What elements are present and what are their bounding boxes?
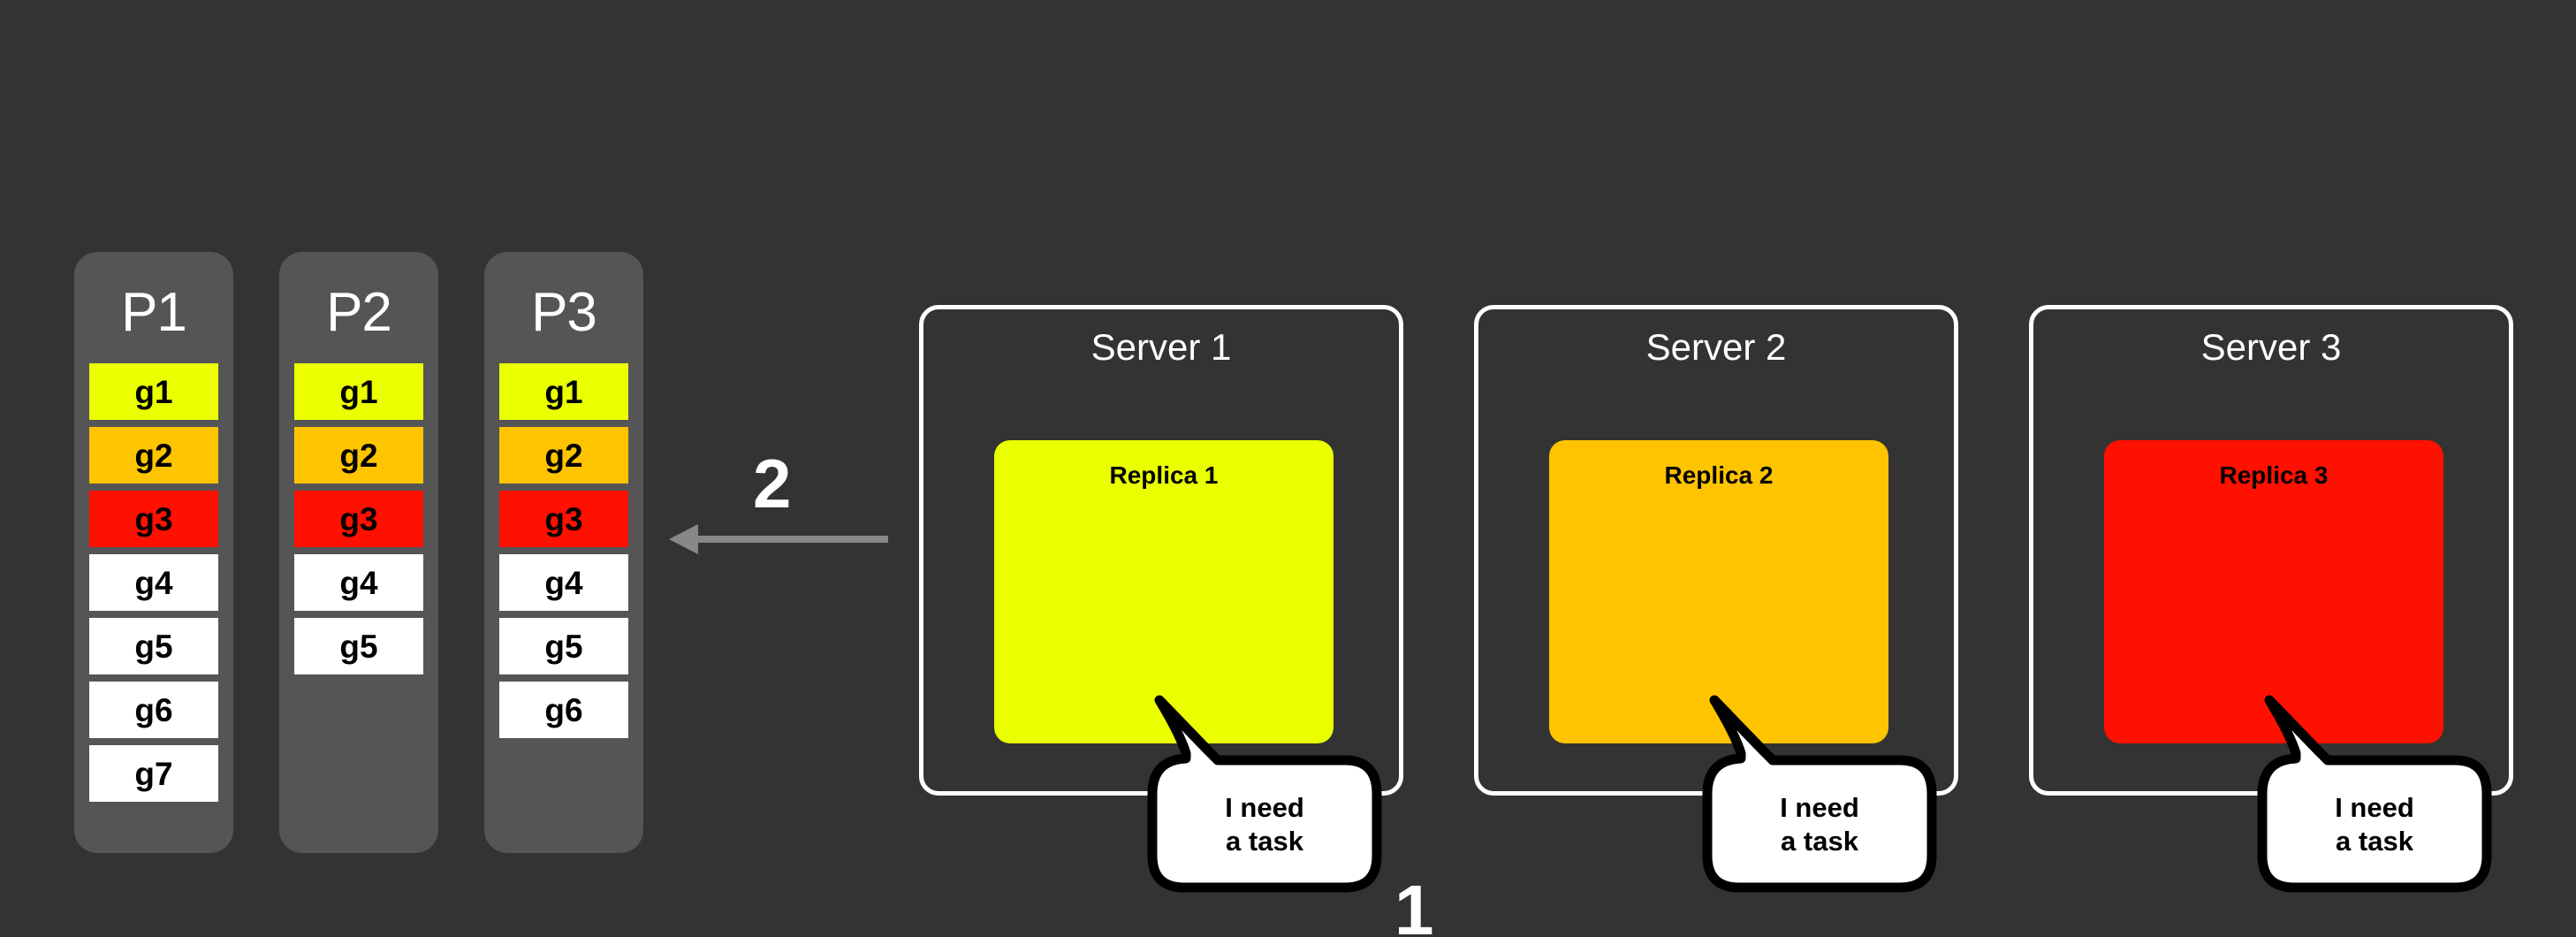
partition-title: P3 <box>531 282 597 343</box>
speech-bubble-icon <box>2257 695 2492 893</box>
partition-slot[interactable]: g7 <box>89 745 218 802</box>
partition-slot[interactable]: g4 <box>499 554 628 611</box>
partition-slot[interactable]: g6 <box>499 682 628 738</box>
speech-bubble-icon <box>1702 695 1937 893</box>
replica-box-1[interactable]: Replica 1 <box>994 440 1334 743</box>
partition-slot[interactable]: g1 <box>294 363 423 420</box>
partition-slot[interactable]: g5 <box>89 618 218 674</box>
partition-slot[interactable]: g3 <box>499 491 628 547</box>
partition-slot[interactable]: g2 <box>294 427 423 484</box>
server-title: Server 1 <box>1090 326 1232 368</box>
speech-bubble-text: I need a task <box>1225 792 1304 857</box>
partition-slot-list: g1 g2 g3 g4 g5 g6 <box>484 363 643 745</box>
replica-label: Replica 3 <box>2219 461 2329 489</box>
partition-p3[interactable]: P3 g1 g2 g3 g4 g5 g6 <box>484 252 643 853</box>
partition-slot[interactable]: g2 <box>499 427 628 484</box>
partition-slot[interactable]: g3 <box>89 491 218 547</box>
replica-label: Replica 2 <box>1664 461 1774 489</box>
server-box-3[interactable]: Server 3 Replica 3 <box>2029 305 2513 796</box>
speech-bubble-text: I need a task <box>2335 792 2414 857</box>
partition-title: P1 <box>121 282 187 343</box>
partition-slot[interactable]: g6 <box>89 682 218 738</box>
partition-p1[interactable]: P1 g1 g2 g3 g4 g5 g6 g7 <box>74 252 233 853</box>
partition-slot[interactable]: g1 <box>89 363 218 420</box>
replica-box-3[interactable]: Replica 3 <box>2104 440 2443 743</box>
partition-slot[interactable]: g4 <box>89 554 218 611</box>
partition-slot[interactable]: g1 <box>499 363 628 420</box>
server-title: Server 2 <box>1645 326 1787 368</box>
partition-slot[interactable]: g5 <box>294 618 423 674</box>
partition-slot[interactable]: g2 <box>89 427 218 484</box>
server-box-1[interactable]: Server 1 Replica 1 <box>919 305 1403 796</box>
replica-box-2[interactable]: Replica 2 <box>1549 440 1888 743</box>
server-title: Server 3 <box>2200 326 2342 368</box>
server-box-2[interactable]: Server 2 Replica 2 <box>1474 305 1958 796</box>
partition-slot[interactable]: g3 <box>294 491 423 547</box>
partition-slot-list: g1 g2 g3 g4 g5 <box>279 363 438 682</box>
left-arrow-icon <box>669 524 888 554</box>
speech-bubble-text: I need a task <box>1780 792 1859 857</box>
partition-slot[interactable]: g5 <box>499 618 628 674</box>
replica-label: Replica 1 <box>1109 461 1219 489</box>
flow-arrow-to-partitions <box>667 517 888 561</box>
step-1-label: 1 <box>1394 871 1434 937</box>
speech-bubble-icon <box>1147 695 1382 893</box>
partition-slot[interactable]: g4 <box>294 554 423 611</box>
partition-slot-list: g1 g2 g3 g4 g5 g6 g7 <box>74 363 233 809</box>
partition-p2[interactable]: P2 g1 g2 g3 g4 g5 <box>279 252 438 853</box>
partition-title: P2 <box>326 282 392 343</box>
step-2-label: 2 <box>753 445 792 522</box>
